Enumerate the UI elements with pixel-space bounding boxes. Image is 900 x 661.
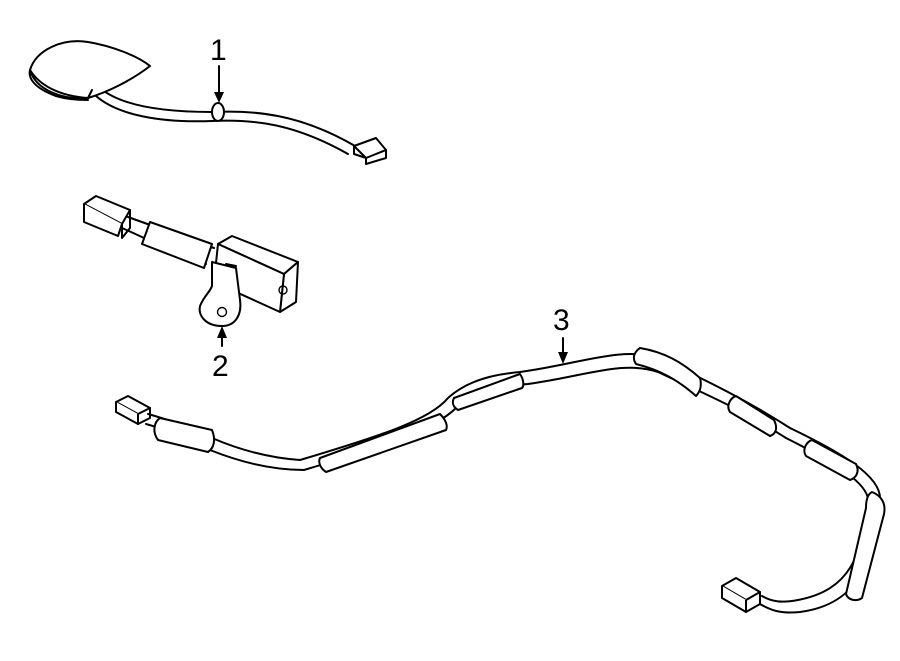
callout-1-label: 1 [210,34,227,67]
callout-2-label: 2 [212,350,229,383]
antenna-part-1 [28,40,387,165]
module-part-2 [83,195,299,327]
callout-3-label: 3 [553,304,570,337]
leader-arrow-1 [214,65,224,103]
cable-harness-part-3 [115,347,886,614]
leader-arrow-2 [217,326,227,347]
leader-arrow-3 [558,337,568,364]
